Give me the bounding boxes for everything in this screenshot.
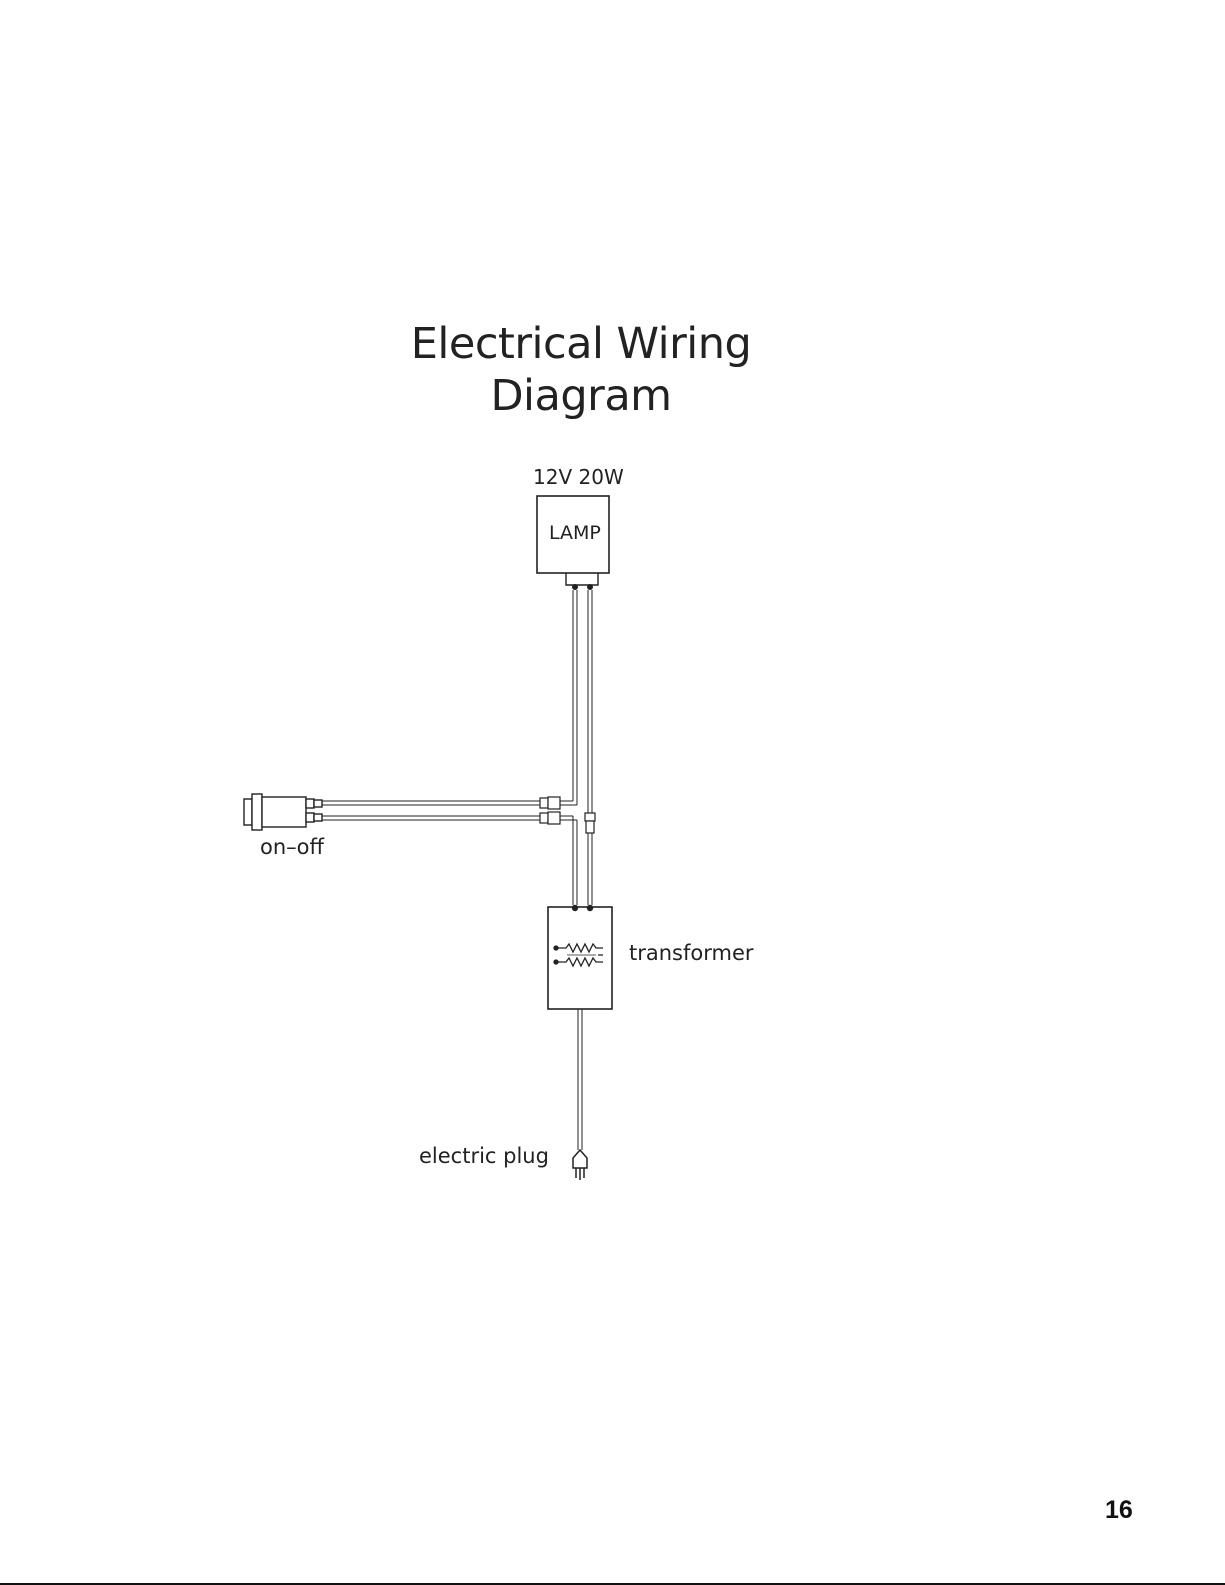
transformer-terminal-left: [572, 905, 578, 911]
lamp-terminal-right: [587, 584, 593, 590]
plug-label: electric plug: [419, 1144, 549, 1168]
transformer-box: [548, 907, 612, 1009]
plug-cord: [578, 1009, 582, 1150]
junction-connector-top: [540, 797, 560, 809]
lamp-label: LAMP: [549, 522, 601, 544]
transformer-label: transformer: [629, 941, 754, 965]
switch-return-wire: [560, 816, 577, 905]
lamp-left-wire: [560, 590, 577, 805]
inline-connector: [585, 813, 595, 833]
junction-connector-bottom: [540, 812, 560, 824]
switch-body: [244, 794, 322, 830]
switch-wire-bottom: [322, 816, 540, 820]
lamp-terminal-left: [572, 584, 578, 590]
lamp-right-wire: [588, 590, 592, 905]
electric-plug-icon: [573, 1150, 587, 1180]
lamp-terminal-block: [566, 573, 598, 585]
page-number: 16: [1105, 1496, 1133, 1525]
transformer-terminal-right: [587, 905, 593, 911]
switch-label: on–off: [260, 835, 324, 859]
switch-wire-top: [322, 801, 540, 805]
transformer-coil-icon: [554, 944, 603, 966]
